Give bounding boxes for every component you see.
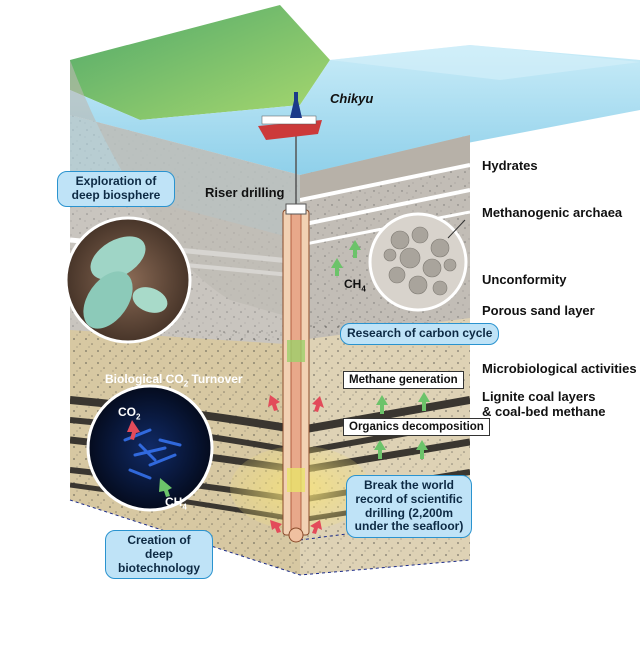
hydrates-label: Hydrates <box>482 158 538 173</box>
fluorescence-image <box>86 384 214 512</box>
land-surface <box>70 5 330 120</box>
co2-label: CO2 <box>118 405 141 422</box>
exploration-callout: Exploration of deep biosphere <box>57 171 175 207</box>
organics-box: Organics decomposition <box>343 418 490 436</box>
ch4-circle-label: CH4 <box>165 495 187 512</box>
archaea-label: Methanogenic archaea <box>482 205 623 220</box>
bio-turnover-label: Biological CO2 Turnover <box>105 372 243 389</box>
lignite-label-1: Lignite coal layers <box>482 389 596 404</box>
drill-bit <box>288 527 304 543</box>
red-arrows <box>268 395 324 534</box>
ship-label: Chikyu <box>330 91 374 106</box>
sea-right <box>330 45 640 80</box>
chikyu-ship <box>258 92 322 140</box>
hillside <box>70 60 300 320</box>
methane-box: Methane generation <box>343 371 464 389</box>
micro-label: Microbiological activities <box>482 361 637 376</box>
lignite-label-2: & coal-bed methane <box>482 404 606 419</box>
riser-label: Riser drilling <box>205 185 285 200</box>
wellhead <box>285 203 307 215</box>
record-callout: Break the world record of scientific dri… <box>346 475 472 539</box>
biotech-callout: Creation of deep biotechnology <box>105 530 213 580</box>
carbon-callout: Research of carbon cycle <box>340 323 500 345</box>
ch4-mid-label: CH4 <box>344 277 366 294</box>
sand-label: Porous sand layer <box>482 303 595 318</box>
green-arrows <box>331 240 430 459</box>
unconformity-label: Unconformity <box>482 272 567 287</box>
